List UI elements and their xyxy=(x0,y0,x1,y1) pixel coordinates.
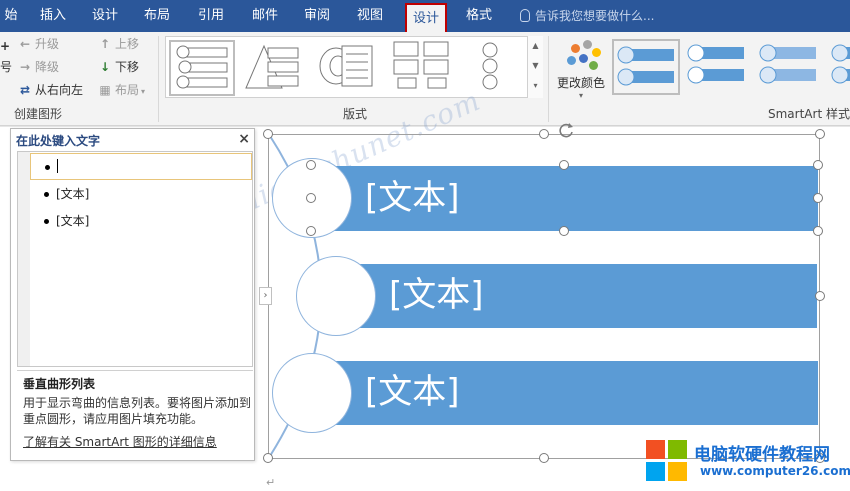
layout-circle-list[interactable] xyxy=(464,40,530,96)
add-bullet-fragment[interactable]: + xyxy=(0,39,11,53)
smartart-shape-1[interactable] xyxy=(311,166,818,231)
promote-button[interactable]: ←升级 xyxy=(18,34,59,54)
smartart-shape-2[interactable] xyxy=(335,264,817,328)
layout-dropdown[interactable]: ▦布局▾ xyxy=(98,80,145,100)
layout-grouped-list[interactable] xyxy=(390,40,456,96)
ribbon: + ←升级 ↑上移 号 →降级 ↓下移 ⇄从右向左 ▦布局▾ 创建图形 xyxy=(0,32,850,126)
smartart-styles-gallery xyxy=(612,36,850,98)
text-pane-toggle[interactable]: › xyxy=(259,287,272,305)
text-pane-item-2[interactable]: [文本] xyxy=(30,181,252,208)
tab-layout[interactable]: 布局 xyxy=(143,8,170,23)
learn-more-link[interactable]: 了解有关 SmartArt 图形的详细信息 xyxy=(23,435,217,449)
layout-pyramid-list[interactable] xyxy=(242,40,308,96)
text-pane-item-1[interactable] xyxy=(30,153,252,180)
demote-button[interactable]: →降级 xyxy=(18,57,59,77)
tab-smartart-design[interactable]: 设计 xyxy=(405,3,447,32)
tab-format[interactable]: 格式 xyxy=(465,8,492,23)
ribbon-tab-bar: 始 插入 设计 布局 引用 邮件 审阅 视图 设计 格式 告诉我您想要做什么..… xyxy=(0,0,850,32)
text-pane: 在此处键入文字 × [文本] [文本] 垂直曲形列表 用于显示弯曲的信息列表。要… xyxy=(10,128,255,461)
tell-me-search[interactable]: 告诉我您想要做什么... xyxy=(520,0,654,32)
frame-resize-handle[interactable] xyxy=(539,453,549,463)
frame-resize-handle[interactable] xyxy=(815,129,825,139)
frame-resize-handle[interactable] xyxy=(263,129,273,139)
shape-resize-handle[interactable] xyxy=(559,160,569,170)
brand-url: www.computer26.com xyxy=(700,464,850,478)
layouts-gallery-scroll[interactable]: ▲▼▾ xyxy=(527,36,543,98)
smartart-text-3[interactable]: [文本] xyxy=(365,372,460,412)
style-moderate-effect[interactable] xyxy=(828,39,850,95)
text-pane-fragment[interactable]: 号 xyxy=(0,60,13,74)
arrow-right-icon: → xyxy=(19,60,31,74)
shape-resize-handle[interactable] xyxy=(559,226,569,236)
change-colors-button[interactable]: 更改颜色 ▾ xyxy=(552,36,610,104)
lightbulb-icon xyxy=(520,9,530,22)
frame-resize-handle[interactable] xyxy=(815,291,825,301)
layout-target-list[interactable] xyxy=(316,40,382,96)
tab-references[interactable]: 引用 xyxy=(197,8,224,23)
rotate-handle-icon[interactable] xyxy=(556,122,576,140)
divider xyxy=(17,370,253,371)
tab-review[interactable]: 审阅 xyxy=(303,8,330,23)
swap-icon: ⇄ xyxy=(19,83,31,97)
shape-resize-handle[interactable] xyxy=(306,160,316,170)
style-white-outline[interactable] xyxy=(684,39,752,95)
layout-description: 用于显示弯曲的信息列表。要将图片添加到重点圆形，请应用图片填充功能。 xyxy=(23,396,252,426)
separator xyxy=(158,36,159,122)
frame-resize-handle[interactable] xyxy=(263,453,273,463)
arrow-left-icon: ← xyxy=(19,37,31,51)
text-cursor xyxy=(57,159,58,173)
arrow-down-icon: ↓ xyxy=(99,60,111,74)
layouts-gallery xyxy=(165,36,543,98)
separator xyxy=(548,36,549,122)
layout-icon: ▦ xyxy=(99,83,111,97)
smartart-text-2[interactable]: [文本] xyxy=(389,275,484,315)
move-up-button[interactable]: ↑上移 xyxy=(98,34,139,54)
close-icon[interactable]: × xyxy=(238,131,250,147)
tab-insert[interactable]: 插入 xyxy=(39,8,66,23)
text-pane-item-3[interactable]: [文本] xyxy=(30,208,252,235)
right-to-left-button[interactable]: ⇄从右向左 xyxy=(18,80,83,100)
move-down-button[interactable]: ↓下移 xyxy=(98,57,139,77)
paragraph-mark: ↵ xyxy=(266,476,276,489)
tab-design-doc[interactable]: 设计 xyxy=(91,8,118,23)
smartart-shape-3[interactable] xyxy=(311,361,818,425)
brand-name: 电脑软硬件教程网 xyxy=(694,445,830,465)
create-graphic-group-label: 创建图形 xyxy=(14,107,63,121)
frame-resize-handle[interactable] xyxy=(539,129,549,139)
palette-icon xyxy=(561,38,601,72)
layouts-group-label: 版式 xyxy=(343,107,368,121)
shape-resize-handle[interactable] xyxy=(813,193,823,203)
shape-resize-handle[interactable] xyxy=(813,160,823,170)
layout-description-title: 垂直曲形列表 xyxy=(23,377,96,391)
tell-me-text: 告诉我您想要做什么... xyxy=(535,9,655,23)
shape-resize-handle[interactable] xyxy=(306,226,316,236)
text-pane-title: 在此处键入文字 xyxy=(16,134,101,148)
smartart-text-1[interactable]: [文本] xyxy=(365,178,460,218)
tab-mailings[interactable]: 邮件 xyxy=(251,8,278,23)
shape-resize-handle[interactable] xyxy=(306,193,316,203)
smartart-circle-3[interactable] xyxy=(272,353,352,433)
arrow-up-icon: ↑ xyxy=(99,37,111,51)
tab-view[interactable]: 视图 xyxy=(356,8,383,23)
text-pane-gutter xyxy=(18,152,30,366)
frame-resize-handle[interactable] xyxy=(815,453,825,463)
tab-start[interactable]: 始 xyxy=(4,8,18,23)
layout-vertical-curved-list[interactable] xyxy=(169,40,235,96)
text-pane-list: [文本] [文本] xyxy=(17,151,253,367)
style-simple-fill[interactable] xyxy=(612,39,680,95)
smartart-circle-2[interactable] xyxy=(296,256,376,336)
windows-logo-icon xyxy=(646,440,688,482)
style-subtle-effect[interactable] xyxy=(756,39,824,95)
smartart-styles-group-label: SmartArt 样式 xyxy=(768,107,850,121)
shape-resize-handle[interactable] xyxy=(813,226,823,236)
